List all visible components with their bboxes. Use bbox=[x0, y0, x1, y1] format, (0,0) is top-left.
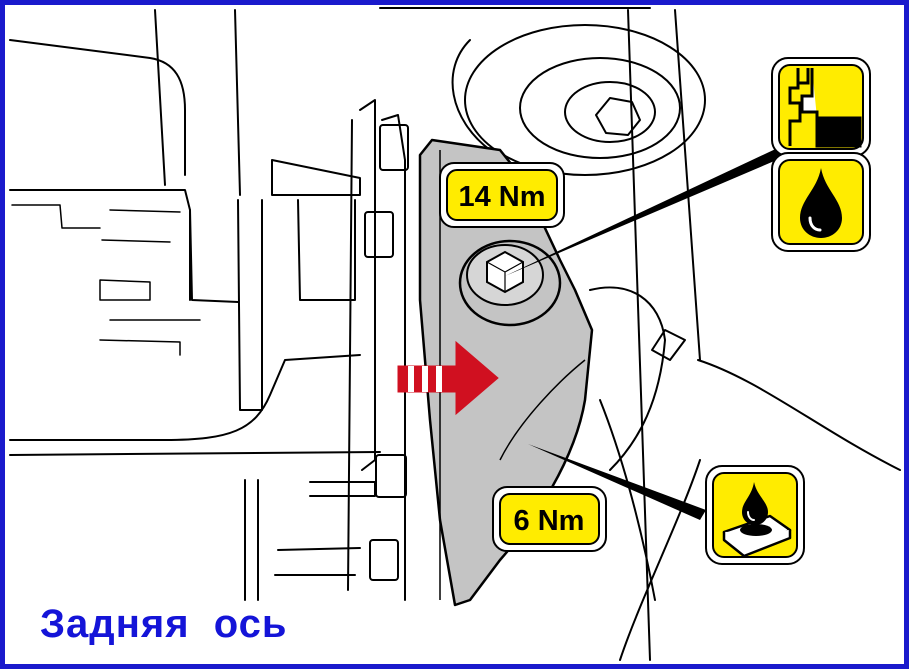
oil-drop-icon bbox=[771, 152, 871, 252]
hex-bolt bbox=[458, 239, 562, 327]
torque-label-14nm: 14 Nm bbox=[458, 181, 545, 213]
leader-lines bbox=[505, 146, 786, 520]
caption-rear-axle: Задняя ось bbox=[40, 602, 288, 646]
leader-line-6nm bbox=[528, 444, 706, 520]
sealant-icon bbox=[705, 465, 805, 565]
direction-arrow bbox=[397, 340, 499, 416]
oil-channel-icon bbox=[771, 57, 871, 157]
leader-line-14nm bbox=[505, 146, 786, 276]
torque-label-6nm: 6 Nm bbox=[514, 505, 585, 537]
background-line-art bbox=[9, 7, 901, 661]
torque-callout-6nm: 6 Nm bbox=[492, 486, 607, 552]
torque-callout-14nm: 14 Nm bbox=[439, 162, 565, 228]
